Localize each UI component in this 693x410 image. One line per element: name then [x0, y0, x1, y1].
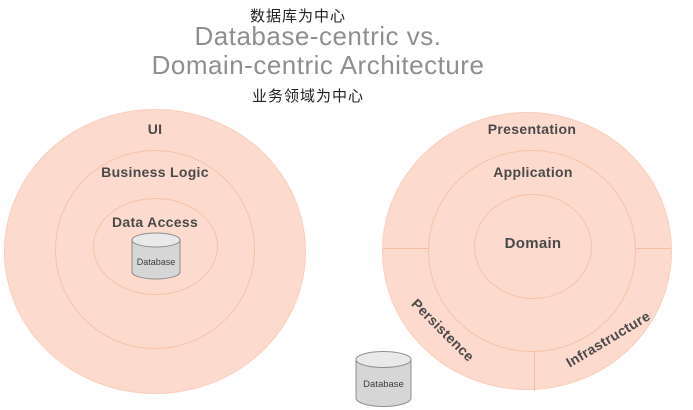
database-icon: Database — [131, 232, 181, 280]
left-middle-circle — [55, 150, 255, 349]
sector-divider-right — [636, 248, 671, 249]
application-ring-label: Application — [493, 164, 573, 180]
database-icon: Database — [355, 351, 412, 407]
chinese-caption-bottom: 业务领域为中心 — [251, 88, 365, 105]
title-line-2: Domain-centric Architecture — [151, 49, 485, 80]
domain-ring-label: Domain — [504, 235, 562, 252]
title-line-1: Database-centric vs. — [194, 21, 442, 51]
left-database-cylinder: Database — [131, 232, 181, 280]
right-database-label: Database — [363, 379, 404, 390]
left-database-label: Database — [137, 257, 176, 267]
page-title: Database-centric vs. Domain-centric Arch… — [152, 22, 485, 79]
left-inner-circle — [93, 198, 218, 295]
sector-divider-bottom — [534, 351, 535, 391]
sector-divider-left — [383, 248, 429, 249]
right-inner-circle — [474, 194, 592, 299]
right-database-cylinder: Database — [355, 351, 412, 408]
right-middle-circle — [428, 150, 636, 352]
data-access-ring-label: Data Access — [111, 214, 199, 230]
chinese-caption-top: 数据库为中心 — [249, 8, 347, 25]
presentation-ring-label: Presentation — [487, 121, 577, 137]
ui-ring-label: UI — [147, 121, 163, 137]
business-logic-ring-label: Business Logic — [101, 164, 209, 180]
